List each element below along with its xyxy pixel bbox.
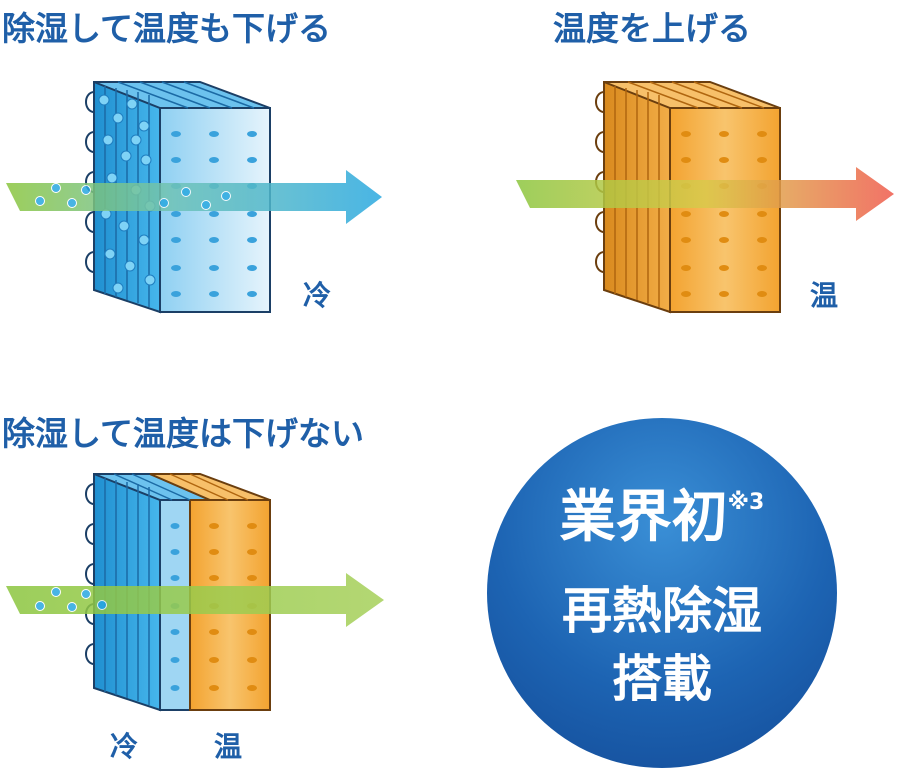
- badge-industry-first: 業界初: [559, 485, 728, 550]
- label-cold-panel3: 冷: [110, 730, 139, 763]
- blue-coil-block: [85, 81, 271, 314]
- industry-first-badge: 業界初※3 再熱除湿 搭載: [487, 418, 837, 768]
- heading-cool-dehumidify: 除湿して温度も下げる: [2, 9, 332, 48]
- badge-line-3: 搭載: [612, 650, 712, 708]
- airflow-arrow-reheat: [6, 573, 384, 627]
- airflow-arrow-cool: [6, 170, 382, 224]
- badge-footnote-mark: ※3: [727, 490, 765, 515]
- orange-coil-block: [595, 81, 781, 314]
- heading-heat: 温度を上げる: [553, 9, 751, 48]
- badge-line-1: 業界初※3: [487, 490, 837, 546]
- airflow-arrow-heat: [516, 167, 894, 221]
- heading-reheat-dehumidify: 除湿して温度は下げない: [2, 414, 365, 453]
- badge-line-2: 再熱除湿: [562, 582, 762, 640]
- label-warm-panel3: 温: [214, 730, 243, 763]
- label-warm-panel2: 温: [810, 279, 839, 312]
- label-cold-panel1: 冷: [303, 279, 332, 312]
